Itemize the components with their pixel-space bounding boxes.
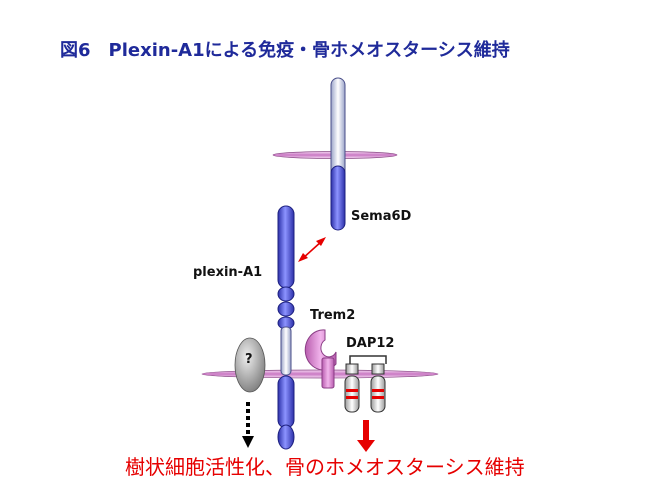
binding-arrow: [298, 237, 326, 262]
figure-title: 図6 Plexin-A1による免疫・骨ホメオスターシス維持: [60, 40, 510, 61]
dap12-adaptor: [344, 355, 387, 413]
unknown-molecule-label: ?: [245, 352, 253, 367]
trem2-label: Trem2: [310, 308, 356, 323]
sema6d-receptor: [330, 77, 346, 231]
trem2-receptor: [304, 329, 337, 389]
dap12-label: DAP12: [346, 336, 395, 351]
figure-caption: 樹状細胞活性化、骨のホメオスターシス維持: [125, 455, 525, 479]
plexin-a1-receptor: [277, 205, 295, 450]
activation-arrow: [357, 420, 375, 452]
plexin-a1-label: plexin-A1: [193, 265, 263, 280]
unknown-molecule: [234, 337, 266, 393]
unknown-signal-arrow: [242, 402, 254, 448]
sema6d-label: Sema6D: [351, 209, 412, 224]
